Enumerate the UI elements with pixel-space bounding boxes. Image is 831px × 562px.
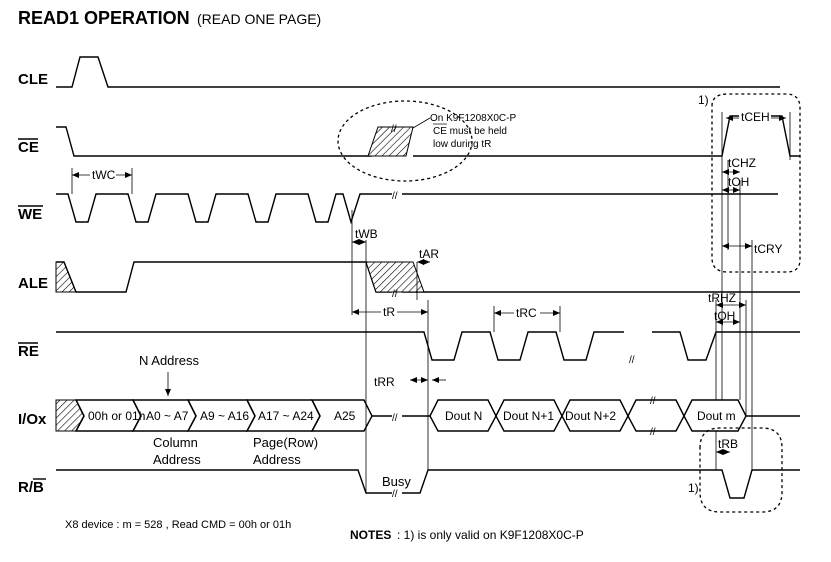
device-note: X8 device : m = 528 , Read CMD = 00h or … [65, 519, 291, 531]
tr-label: tR [383, 305, 395, 319]
diagram-title: READ1 OPERATION [18, 8, 190, 28]
cle-waveform [56, 56, 780, 88]
toh1-label: tOH [728, 175, 749, 189]
twb-label: tWB [355, 227, 378, 241]
ce-waveform [56, 115, 800, 157]
signal-label-io: I/Ox [18, 411, 47, 428]
notes-text: : 1) is only valid on K9F1208X0C-P [397, 528, 584, 542]
tceh-label: tCEH [741, 110, 770, 124]
signal-label-we: WE [18, 206, 42, 223]
io-gap-break-bottom: // [650, 427, 656, 438]
tcry-label: tCRY [754, 242, 782, 256]
ce-note-line-2: CE must be held [433, 126, 507, 137]
ale-break-marks: // [392, 289, 398, 300]
ale-waveform [56, 261, 800, 293]
io-doutn1-label: Dout N+1 [503, 409, 554, 423]
page-row-address-label: Address [253, 452, 301, 467]
io-a17-label: A17 ~ A24 [258, 409, 314, 423]
note1-ref-top: 1) [698, 93, 709, 107]
tchz-label: tCHZ [728, 156, 756, 170]
ce-break-marks: // [391, 124, 397, 135]
signal-label-ce: CE [18, 139, 39, 156]
tar-label: tAR [419, 247, 439, 261]
io-cmd-label: 00h or 01h [88, 409, 145, 423]
ce-note-outline [337, 100, 473, 182]
re-break-marks: // [629, 355, 635, 366]
io-hatched-start [55, 399, 85, 432]
n-address-label: N Address [139, 353, 199, 368]
io-break-marks: // [392, 413, 398, 424]
rb-waveform [56, 469, 800, 499]
busy-label: Busy [382, 474, 411, 489]
trb-label: tRB [718, 437, 738, 451]
toh2-label: tOH [714, 309, 735, 323]
trc-label: tRC [516, 306, 537, 320]
ce-note-leader [412, 117, 431, 129]
note1-outline-bottom [699, 427, 783, 513]
ale-hatched-dont-care [365, 261, 425, 293]
io-doutn2-label: Dout N+2 [565, 409, 616, 423]
rb-break-marks: // [392, 489, 398, 500]
note1-outline-top [711, 93, 801, 273]
column-label: Column [153, 435, 198, 450]
signal-label-rb: R/B [18, 479, 44, 496]
io-doutn-label: Dout N [445, 409, 482, 423]
notes-label: NOTES [350, 528, 391, 542]
signal-label-re: RE [18, 343, 39, 360]
io-a0-label: A0 ~ A7 [146, 409, 189, 423]
twc-label: tWC [92, 168, 116, 182]
trhz-label: tRHZ [708, 291, 736, 305]
column-address-label: Address [153, 452, 201, 467]
note1-ref-bottom: 1) [688, 481, 699, 495]
ce-note-line-1: On K9F1208X0C-P [430, 113, 516, 124]
diagram-subtitle: (READ ONE PAGE) [197, 11, 321, 27]
io-a25-label: A25 [334, 409, 356, 423]
re-waveform [56, 331, 800, 361]
ce-hatched-dont-care [367, 126, 414, 157]
trr-label: tRR [374, 375, 395, 389]
ce-note-line-3: low during tR [433, 139, 491, 150]
io-cell-gap [627, 399, 685, 432]
signal-label-cle: CLE [18, 71, 48, 88]
io-doutm-label: Dout m [697, 409, 736, 423]
signal-label-ale: ALE [18, 275, 48, 292]
page-row-label: Page(Row) [253, 435, 318, 450]
we-break-marks: // [392, 191, 398, 202]
io-cell-a25 [310, 399, 373, 432]
io-a9-label: A9 ~ A16 [200, 409, 249, 423]
we-waveform [56, 193, 778, 225]
io-gap-break-top: // [650, 396, 656, 407]
